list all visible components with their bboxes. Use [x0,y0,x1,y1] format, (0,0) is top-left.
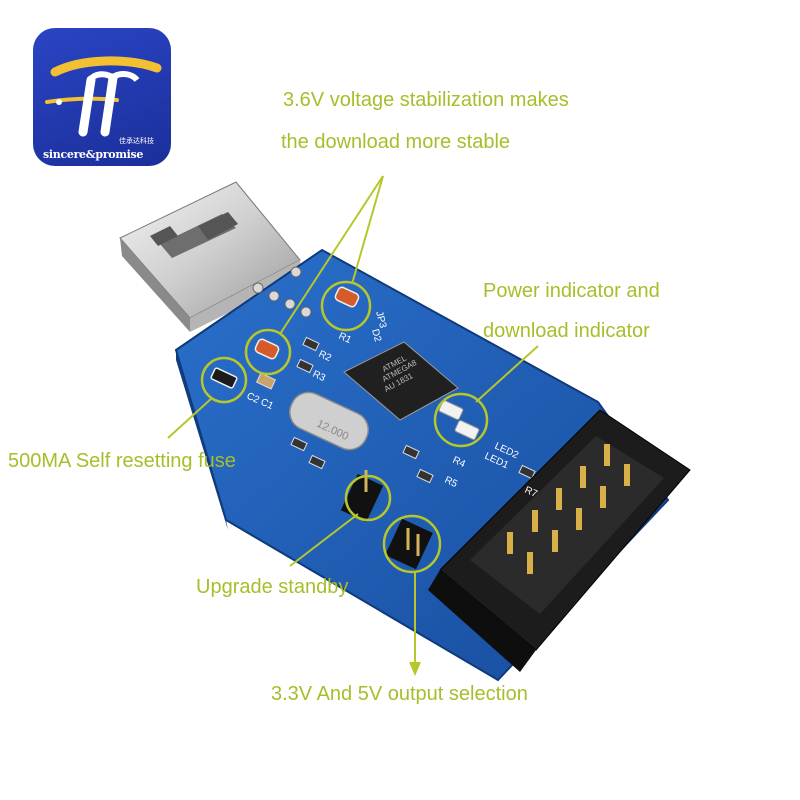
label-d2: D2 [369,328,383,344]
callout-indicator-line1: Power indicator and [483,280,660,302]
highlight-circles [200,280,489,574]
idc-10pin-connector [428,409,691,672]
label-c2: C2 [245,391,262,407]
callout-voltage-line2: the download more stable [281,131,511,153]
highlight-upgrade-jumper [344,474,392,522]
label-r7: R7 [523,485,540,501]
label-r1: R1 [337,331,354,347]
logo-brand-text: sincere&promise [43,148,144,161]
leader-lines [167,175,539,676]
label-r5: R5 [443,475,460,491]
callout-output-selection: 3.3V And 5V output selection [271,683,528,705]
brand-logo: 佳承达科技 sincere&promise [33,28,171,166]
arrow-output [409,662,421,676]
callout-voltage-line1: 3.6V voltage stabilization makes [283,89,569,111]
leader-voltage-2 [279,175,384,335]
leader-upgrade [289,513,359,567]
label-r2: R2 [317,349,334,365]
crystal-oscillator [288,391,370,451]
usb-connector [119,181,302,332]
components [210,286,536,570]
highlight-voltage-diode [244,328,292,376]
logo-chinese-text: 佳承达科技 [119,137,154,145]
logo-mark-icon [45,56,162,137]
highlight-voltage-regulator [320,280,372,332]
microcontroller-chip [343,341,459,421]
label-jp3: JP3 [373,310,388,330]
callout-upgrade: Upgrade standby [196,576,349,598]
label-r4: R4 [451,455,468,471]
callout-indicator-line2: download indicator [483,320,650,342]
callout-fuse: 500MA Self resetting fuse [8,450,236,472]
label-c1: C1 [259,397,276,413]
highlight-output-jumper [382,514,442,574]
leader-fuse [167,397,213,439]
leader-indicator [475,345,539,403]
leader-voltage-1 [351,175,384,285]
usb-pins [252,266,312,318]
highlight-leds [433,392,489,448]
label-r3: R3 [311,369,328,385]
highlight-fuse [200,356,248,404]
